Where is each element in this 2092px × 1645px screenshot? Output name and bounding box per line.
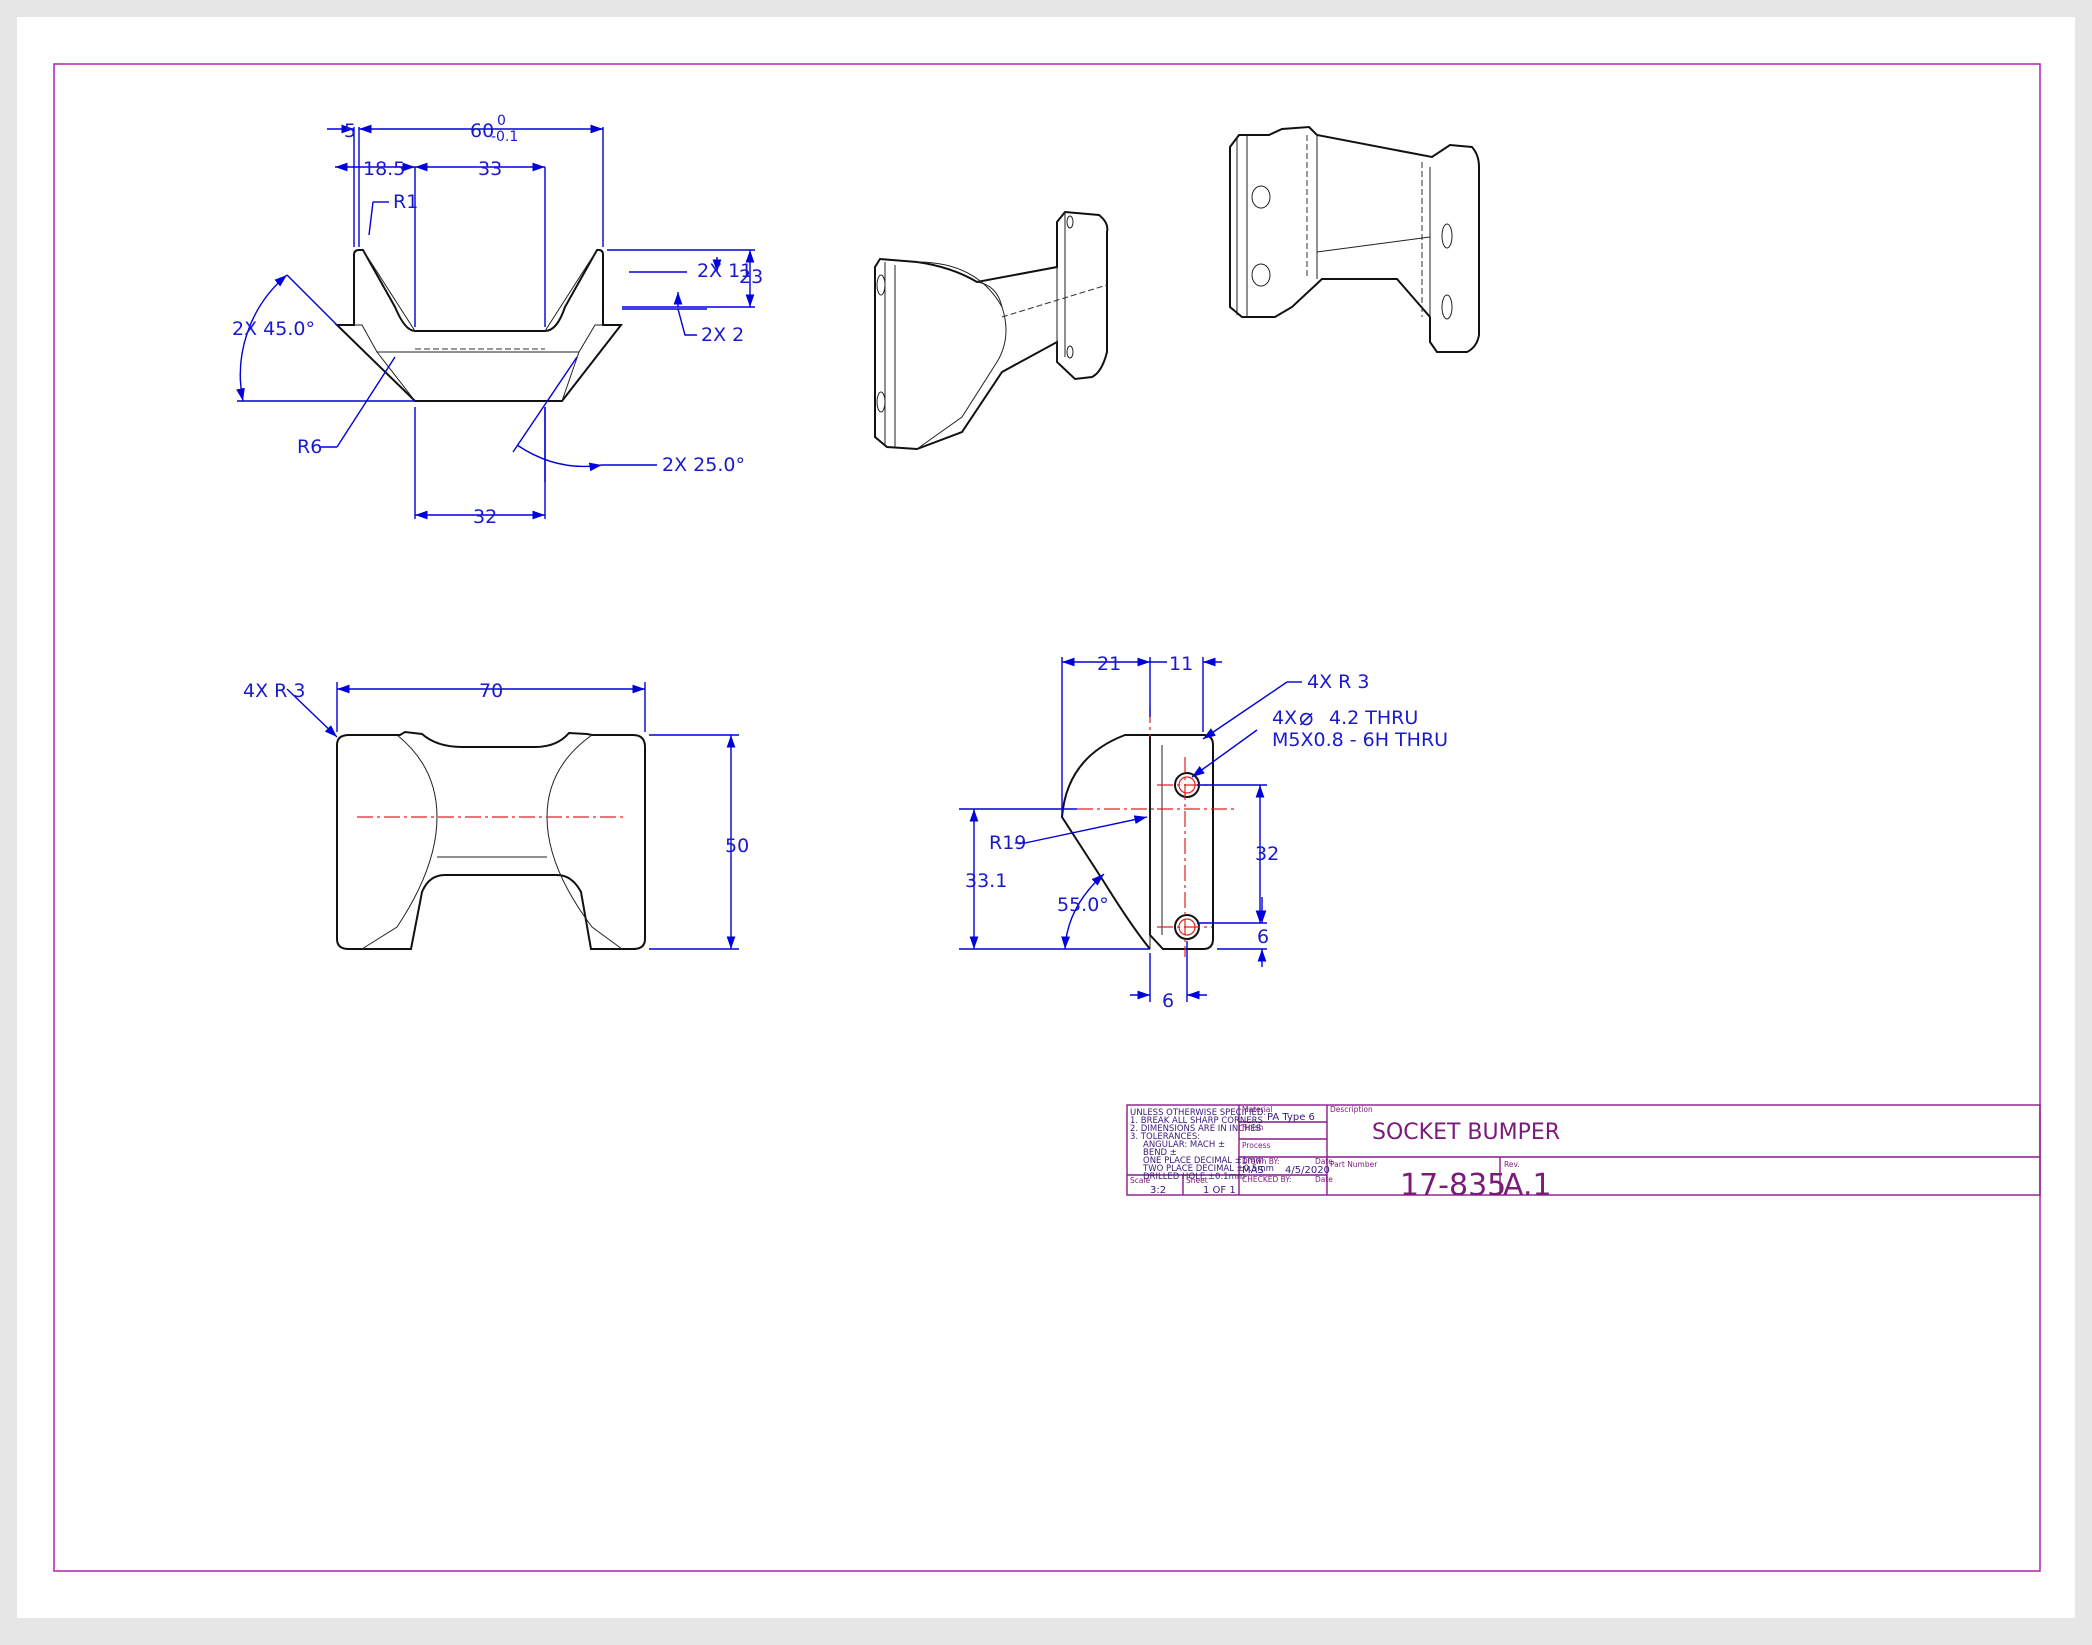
tb-rev-label: Rev. (1504, 1160, 1520, 1169)
tb-part-number-label: Part Number (1330, 1160, 1378, 1169)
tb-note-2: 2. DIMENSIONS ARE IN INCHES (1130, 1124, 1261, 1134)
drawing-sheet: 5 60 0 -0.1 18.5 33 R1 23 2X 11 2X 2 2X … (17, 17, 2075, 1618)
dim-18-5: 18.5 (363, 158, 405, 180)
dim-6-right: 6 (1257, 926, 1269, 948)
hole-size: 4.2 THRU (1329, 707, 1418, 729)
tb-rev: A.1 (1503, 1168, 1552, 1203)
tb-note-7: TWO PLACE DECIMAL ±0.5mm (1142, 1164, 1274, 1174)
tb-material: PA Type 6 (1267, 1112, 1315, 1123)
tb-note-3: 3. TOLERANCES: (1130, 1132, 1200, 1142)
tb-drawn-by-label: Drawn BY: (1242, 1157, 1280, 1166)
tb-drawn-by: MAS (1242, 1165, 1264, 1176)
dim-11: 11 (1169, 653, 1193, 675)
r19-label: R19 (989, 832, 1026, 854)
drawing-border (53, 63, 2041, 1572)
isometric-view-2 (1229, 125, 1480, 353)
title-block: UNLESS OTHERWISE SPECIFIED: 1. BREAK ALL… (1126, 1104, 2041, 1203)
dim-2x2: 2X 2 (701, 324, 744, 346)
tb-date-label: Date (1315, 1157, 1333, 1166)
top-view: 70 4X R 3 50 (243, 680, 749, 950)
front-view: 5 60 0 -0.1 18.5 33 R1 23 2X 11 2X 2 2X … (232, 113, 763, 528)
dim-33-1: 33.1 (965, 870, 1007, 892)
dim-33: 33 (478, 158, 502, 180)
tb-checked-by-label: CHECKED BY: (1242, 1175, 1292, 1184)
r6-label: R6 (297, 436, 322, 458)
tb-finish-label: Finish (1242, 1123, 1264, 1132)
tb-sheet-label: Sheet (1186, 1176, 1208, 1185)
dim-6-bottom: 6 (1162, 990, 1174, 1012)
isometric-view-1 (874, 210, 1109, 451)
dim-21: 21 (1097, 653, 1121, 675)
tb-date: 4/5/2020 (1285, 1165, 1330, 1176)
tb-material-label: Material (1242, 1105, 1272, 1114)
tb-date2-label: Date (1315, 1175, 1333, 1184)
tb-scale-label: Scale (1130, 1176, 1151, 1185)
engineering-drawing: 5 60 0 -0.1 18.5 33 R1 23 2X 11 2X 2 2X … (53, 63, 2041, 1572)
hole-qty: 4X (1272, 707, 1297, 729)
dim-2x11: 2X 11 (697, 260, 752, 282)
tb-part-number: 17-835 (1400, 1168, 1506, 1203)
dim-60-tol-lower: -0.1 (491, 129, 518, 145)
tb-note-8: DRILLED HOLE ±0.1mm (1143, 1172, 1245, 1182)
tb-note-5: BEND ± (1143, 1148, 1177, 1158)
r3-label-side: 4X R 3 (1307, 671, 1369, 693)
tb-note-0: UNLESS OTHERWISE SPECIFIED: (1130, 1108, 1266, 1118)
tb-note-4: ANGULAR: MACH ± (1143, 1140, 1225, 1150)
r1-label: R1 (393, 191, 418, 213)
hole-diameter-symbol: ⌀ (1299, 703, 1313, 731)
dim-50: 50 (725, 835, 749, 857)
dim-60: 60 (470, 120, 494, 142)
tb-note-6: ONE PLACE DECIMAL ±1mm (1143, 1156, 1264, 1166)
tb-sheet: 1 OF 1 (1203, 1185, 1236, 1196)
tb-process-label: Process (1242, 1141, 1271, 1150)
dim-23: 23 (739, 266, 763, 288)
tb-description-label: Description (1330, 1105, 1373, 1114)
dim-32-front: 32 (473, 506, 497, 528)
tb-scale: 3:2 (1150, 1185, 1166, 1196)
tb-description: SOCKET BUMPER (1372, 1120, 1560, 1145)
dim-70: 70 (479, 680, 503, 702)
angle-55: 55.0° (1057, 894, 1109, 916)
r3-label-top: 4X R 3 (243, 680, 305, 702)
angle-25: 2X 25.0° (662, 454, 745, 476)
dim-5: 5 (344, 120, 356, 142)
dim-32-side: 32 (1255, 843, 1279, 865)
thread-spec: M5X0.8 - 6H THRU (1272, 729, 1448, 751)
side-view: 21 11 4X R 3 4X ⌀ 4.2 THRU M5X0.8 - 6H T… (959, 653, 1448, 1012)
angle-45: 2X 45.0° (232, 318, 315, 340)
dim-60-tol-upper: 0 (497, 113, 506, 129)
tb-note-1: 1. BREAK ALL SHARP CORNERS (1130, 1116, 1263, 1126)
